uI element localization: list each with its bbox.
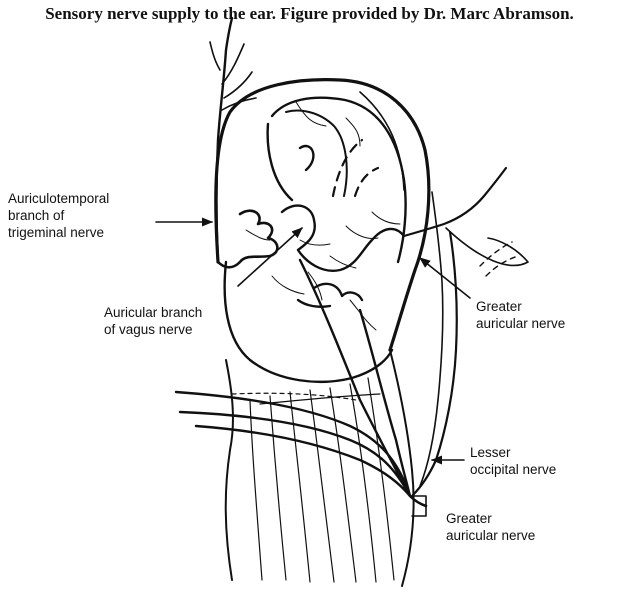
label-auriculotemporal: Auriculotemporal branch of trigeminal ne… xyxy=(8,190,109,241)
label-line: branch of xyxy=(8,207,109,224)
greater-auricular-nerve-lower xyxy=(410,496,426,506)
nerve-twigs xyxy=(246,102,400,330)
neck-muscle-striations xyxy=(250,378,394,582)
auriculotemporal-nerve xyxy=(217,18,233,262)
label-line: Lesser xyxy=(470,444,556,461)
neck-outline-left xyxy=(226,360,233,580)
label-line: Greater xyxy=(476,298,565,315)
label-line: of vagus nerve xyxy=(104,321,202,338)
auriculotemporal-twigs xyxy=(210,42,256,110)
lesser-occipital-nerve xyxy=(412,232,457,496)
cymba-dashes xyxy=(333,140,378,196)
label-line: auricular nerve xyxy=(446,527,535,544)
label-line: occipital nerve xyxy=(470,461,556,478)
label-line: auricular nerve xyxy=(476,315,565,332)
label-greater-auricular-upper: Greater auricular nerve xyxy=(476,298,565,332)
greater-auricular-nerve-upper xyxy=(404,168,506,236)
antihelix xyxy=(268,124,314,200)
figure-caption: Sensory nerve supply to the ear. Figure … xyxy=(0,4,619,24)
label-line: Greater xyxy=(446,510,535,527)
label-line: Auriculotemporal xyxy=(8,190,109,207)
greater-auricular-upper-arrow xyxy=(420,258,470,298)
label-greater-auricular-lower: Greater auricular nerve xyxy=(446,510,535,544)
posterior-skin-edge xyxy=(446,228,528,265)
label-line: Auricular branch xyxy=(104,304,202,321)
label-auricular-branch-vagus: Auricular branch of vagus nerve xyxy=(104,304,202,338)
hair-dashes xyxy=(480,242,518,276)
label-lesser-occipital: Lesser occipital nerve xyxy=(470,444,556,478)
label-line: trigeminal nerve xyxy=(8,224,109,241)
